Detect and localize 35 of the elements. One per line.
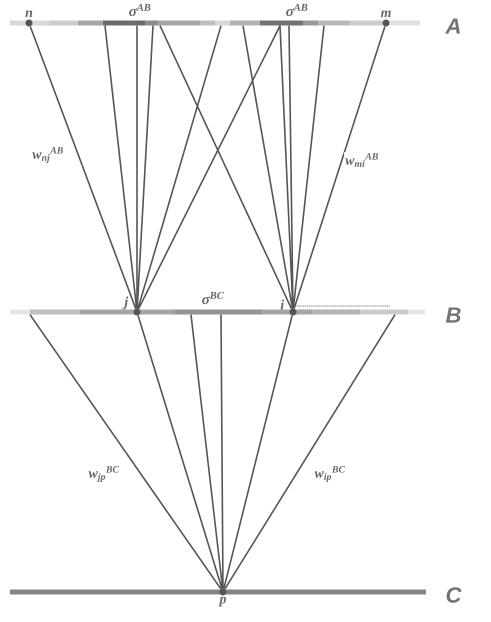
node-label: A <box>445 18 460 34</box>
node-label: m <box>380 10 391 18</box>
node-label: i <box>280 299 284 310</box>
node-label: p <box>218 596 226 606</box>
edge-label: w$_{mi}$AB <box>345 153 378 167</box>
line <box>293 26 386 309</box>
point: p <box>218 588 226 606</box>
line <box>223 315 293 589</box>
point: j <box>122 296 140 316</box>
line <box>220 314 224 588</box>
line <box>292 26 325 308</box>
line <box>136 26 154 308</box>
node-label: j <box>122 296 128 310</box>
line <box>30 26 136 309</box>
edge-label: w$_{jp}$BC <box>88 466 120 482</box>
line <box>104 26 138 308</box>
line <box>159 25 292 309</box>
line <box>288 26 294 308</box>
line <box>224 314 396 590</box>
symbol-label: σ$^{BC}$ <box>202 292 224 304</box>
node-label: n <box>25 10 32 18</box>
edge-label: w$_{ip}$BC <box>314 466 346 482</box>
line <box>190 314 224 588</box>
node-label: C <box>446 587 462 603</box>
line <box>137 315 223 589</box>
edge-label: w$_{nj}$AB <box>32 147 63 163</box>
line <box>242 26 294 308</box>
symbol-label: σ$^{AB}$ <box>129 4 150 16</box>
line <box>29 314 222 590</box>
line <box>137 25 222 309</box>
line <box>136 26 138 308</box>
symbol-label: σ$^{AB}$ <box>286 4 308 16</box>
node-label: B <box>446 307 461 323</box>
line <box>138 25 281 310</box>
point: i <box>280 299 296 316</box>
